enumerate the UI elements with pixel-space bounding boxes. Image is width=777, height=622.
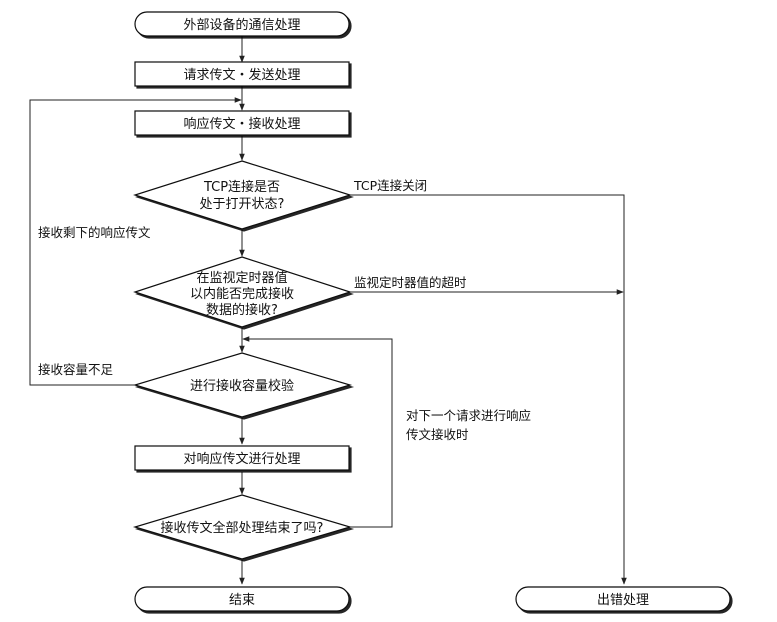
tcp-check-line2: 处于打开状态? [200, 197, 285, 212]
start-terminal: 外部设备的通信处理 [134, 11, 350, 37]
edge-labels: TCP连接关闭 监视定时器值的超时 接收剩下的响应传文 接收容量不足 对下一个请… [38, 178, 531, 442]
recv-process-box: 响应传文・接收处理 [134, 110, 350, 136]
edge-label-capacity-short: 接收容量不足 [38, 362, 114, 377]
all-done-check-label: 接收传文全部处理结束了吗? [161, 520, 324, 536]
end-label: 结束 [229, 593, 255, 608]
start-label: 外部设备的通信处理 [183, 17, 300, 33]
edge-label-recv-remaining: 接收剩下的响应传文 [38, 225, 151, 240]
edge-label-timer-timeout: 监视定时器值的超时 [354, 275, 467, 290]
error-terminal: 出错处理 [515, 586, 731, 612]
capacity-check-diamond: 进行接收容量校验 [132, 352, 353, 418]
all-done-check-diamond: 接收传文全部处理结束了吗? [132, 494, 353, 560]
timer-check-line1: 在监视定时器值 [196, 270, 287, 286]
edge-label-next-request-line2: 传文接收时 [406, 427, 469, 442]
timer-check-line2: 以内能否完成接收 [190, 286, 294, 302]
tcp-check-line1: TCP连接是否 [203, 179, 280, 195]
timer-check-diamond: 在监视定时器值 以内能否完成接收 数据的接收? [133, 256, 352, 328]
edge-next-request-loop [242, 336, 393, 528]
capacity-check-label: 进行接收容量校验 [190, 378, 294, 394]
error-label: 出错处理 [597, 593, 649, 608]
edges [29, 36, 627, 585]
send-process-box: 请求传文・发送处理 [134, 61, 350, 87]
recv-process-label: 响应传文・接收处理 [183, 116, 300, 132]
end-terminal: 结束 [134, 586, 350, 612]
send-process-label: 请求传文・发送处理 [183, 67, 300, 83]
edge-label-tcp-closed: TCP连接关闭 [353, 178, 427, 193]
process-response-box: 对响应传文进行处理 [134, 445, 350, 471]
edge-capacity-short-loop [29, 97, 242, 386]
tcp-check-diamond: TCP连接是否 处于打开状态? [133, 160, 352, 230]
process-response-label: 对响应传文进行处理 [183, 451, 300, 467]
timer-check-line3: 数据的接收? [206, 302, 278, 318]
nodes: 外部设备的通信处理 请求传文・发送处理 响应传文・接收处理 TCP连接是否 处于… [132, 11, 731, 612]
edge-tcp-closed-to-error [350, 194, 627, 585]
edge-label-next-request-line1: 对下一个请求进行响应 [406, 408, 531, 423]
